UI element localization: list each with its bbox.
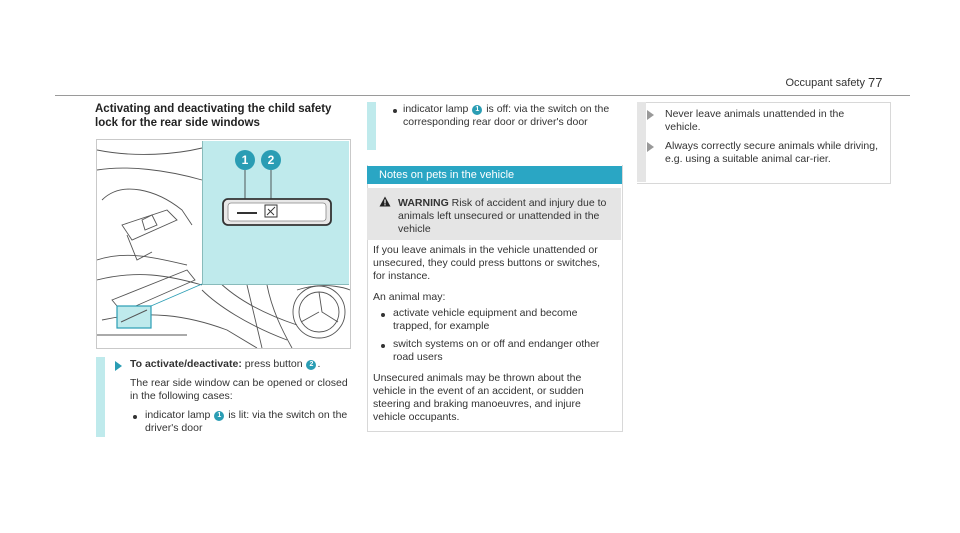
warning-text: WARNING Risk of accident and injury due …	[398, 197, 616, 236]
notes-heading-text: Notes on pets in the vehicle	[379, 169, 515, 181]
header-rule	[55, 95, 910, 96]
page-number: 77	[868, 75, 883, 90]
warning-body: Risk of accident and injury due to anima…	[398, 197, 607, 235]
warning-label: WARNING	[398, 197, 449, 209]
bullet-dot	[393, 109, 397, 113]
section-title: Activating and deactivating the child sa…	[95, 103, 332, 129]
lamp-1-marker: 1	[214, 411, 225, 421]
animal-bullet-2: switch systems on or off and endanger ot…	[393, 338, 600, 363]
cases-paragraph: The rear side window can be opened or cl…	[130, 377, 348, 402]
bullet-lamp-off-before: indicator lamp	[403, 103, 472, 115]
switch-detail-inset: 1 2	[202, 141, 349, 285]
warning-box	[367, 188, 621, 240]
running-head: Occupant safety	[785, 77, 866, 89]
warning-triangle-icon	[379, 196, 391, 207]
bullet-lamp-off: indicator lamp 1 is off: via the switch …	[403, 103, 618, 129]
bullet-lamp-lit: indicator lamp 1 is lit: via the switch …	[145, 409, 350, 435]
button-2-marker: 2	[306, 360, 317, 370]
step-text: press button	[241, 358, 306, 370]
middle-accent-bar	[367, 102, 376, 150]
item-arrow-icon	[647, 110, 654, 120]
pets-paragraph-2: An animal may:	[373, 291, 446, 303]
item-arrow-icon	[647, 142, 654, 152]
pets-tip-1: Never leave animals unattended in the ve…	[665, 108, 845, 133]
notes-heading: Notes on pets in the vehicle	[367, 166, 622, 184]
figure-callout-2: 2	[268, 153, 275, 167]
step-end: .	[317, 358, 321, 370]
figure-callout-1: 1	[242, 153, 249, 167]
step-label: To activate/deactivate:	[130, 358, 242, 370]
pets-paragraph-3: Unsecured animals may be thrown about th…	[373, 372, 584, 423]
door-panel-illustration	[97, 147, 350, 348]
door-panel-figure: 1 2	[96, 139, 351, 349]
bullet-dot	[133, 415, 137, 419]
step-accent-bar	[96, 357, 105, 437]
bullet-lamp-lit-after: is lit: via the switch on the driver's d…	[145, 409, 348, 434]
bullet-lamp-lit-before: indicator lamp	[145, 409, 214, 421]
step-instruction: To activate/deactivate: press button 2.	[130, 358, 352, 371]
pets-tip-2: Always correctly secure animals while dr…	[665, 140, 878, 165]
bullet-lamp-off-after: is off: via the switch on the correspond…	[403, 103, 610, 128]
switch-detail-illustration: 1 2	[222, 150, 332, 226]
bullet-dot	[381, 344, 385, 348]
pets-paragraph-1: If you leave animals in the vehicle unat…	[373, 244, 601, 282]
animal-bullet-1: activate vehicle equipment and become tr…	[393, 307, 578, 332]
step-arrow-icon	[115, 361, 122, 371]
right-box	[637, 102, 891, 184]
notes-box	[367, 165, 623, 432]
lamp-1-marker: 1	[472, 105, 483, 115]
bullet-dot	[381, 313, 385, 317]
right-grey-bar	[637, 102, 646, 182]
